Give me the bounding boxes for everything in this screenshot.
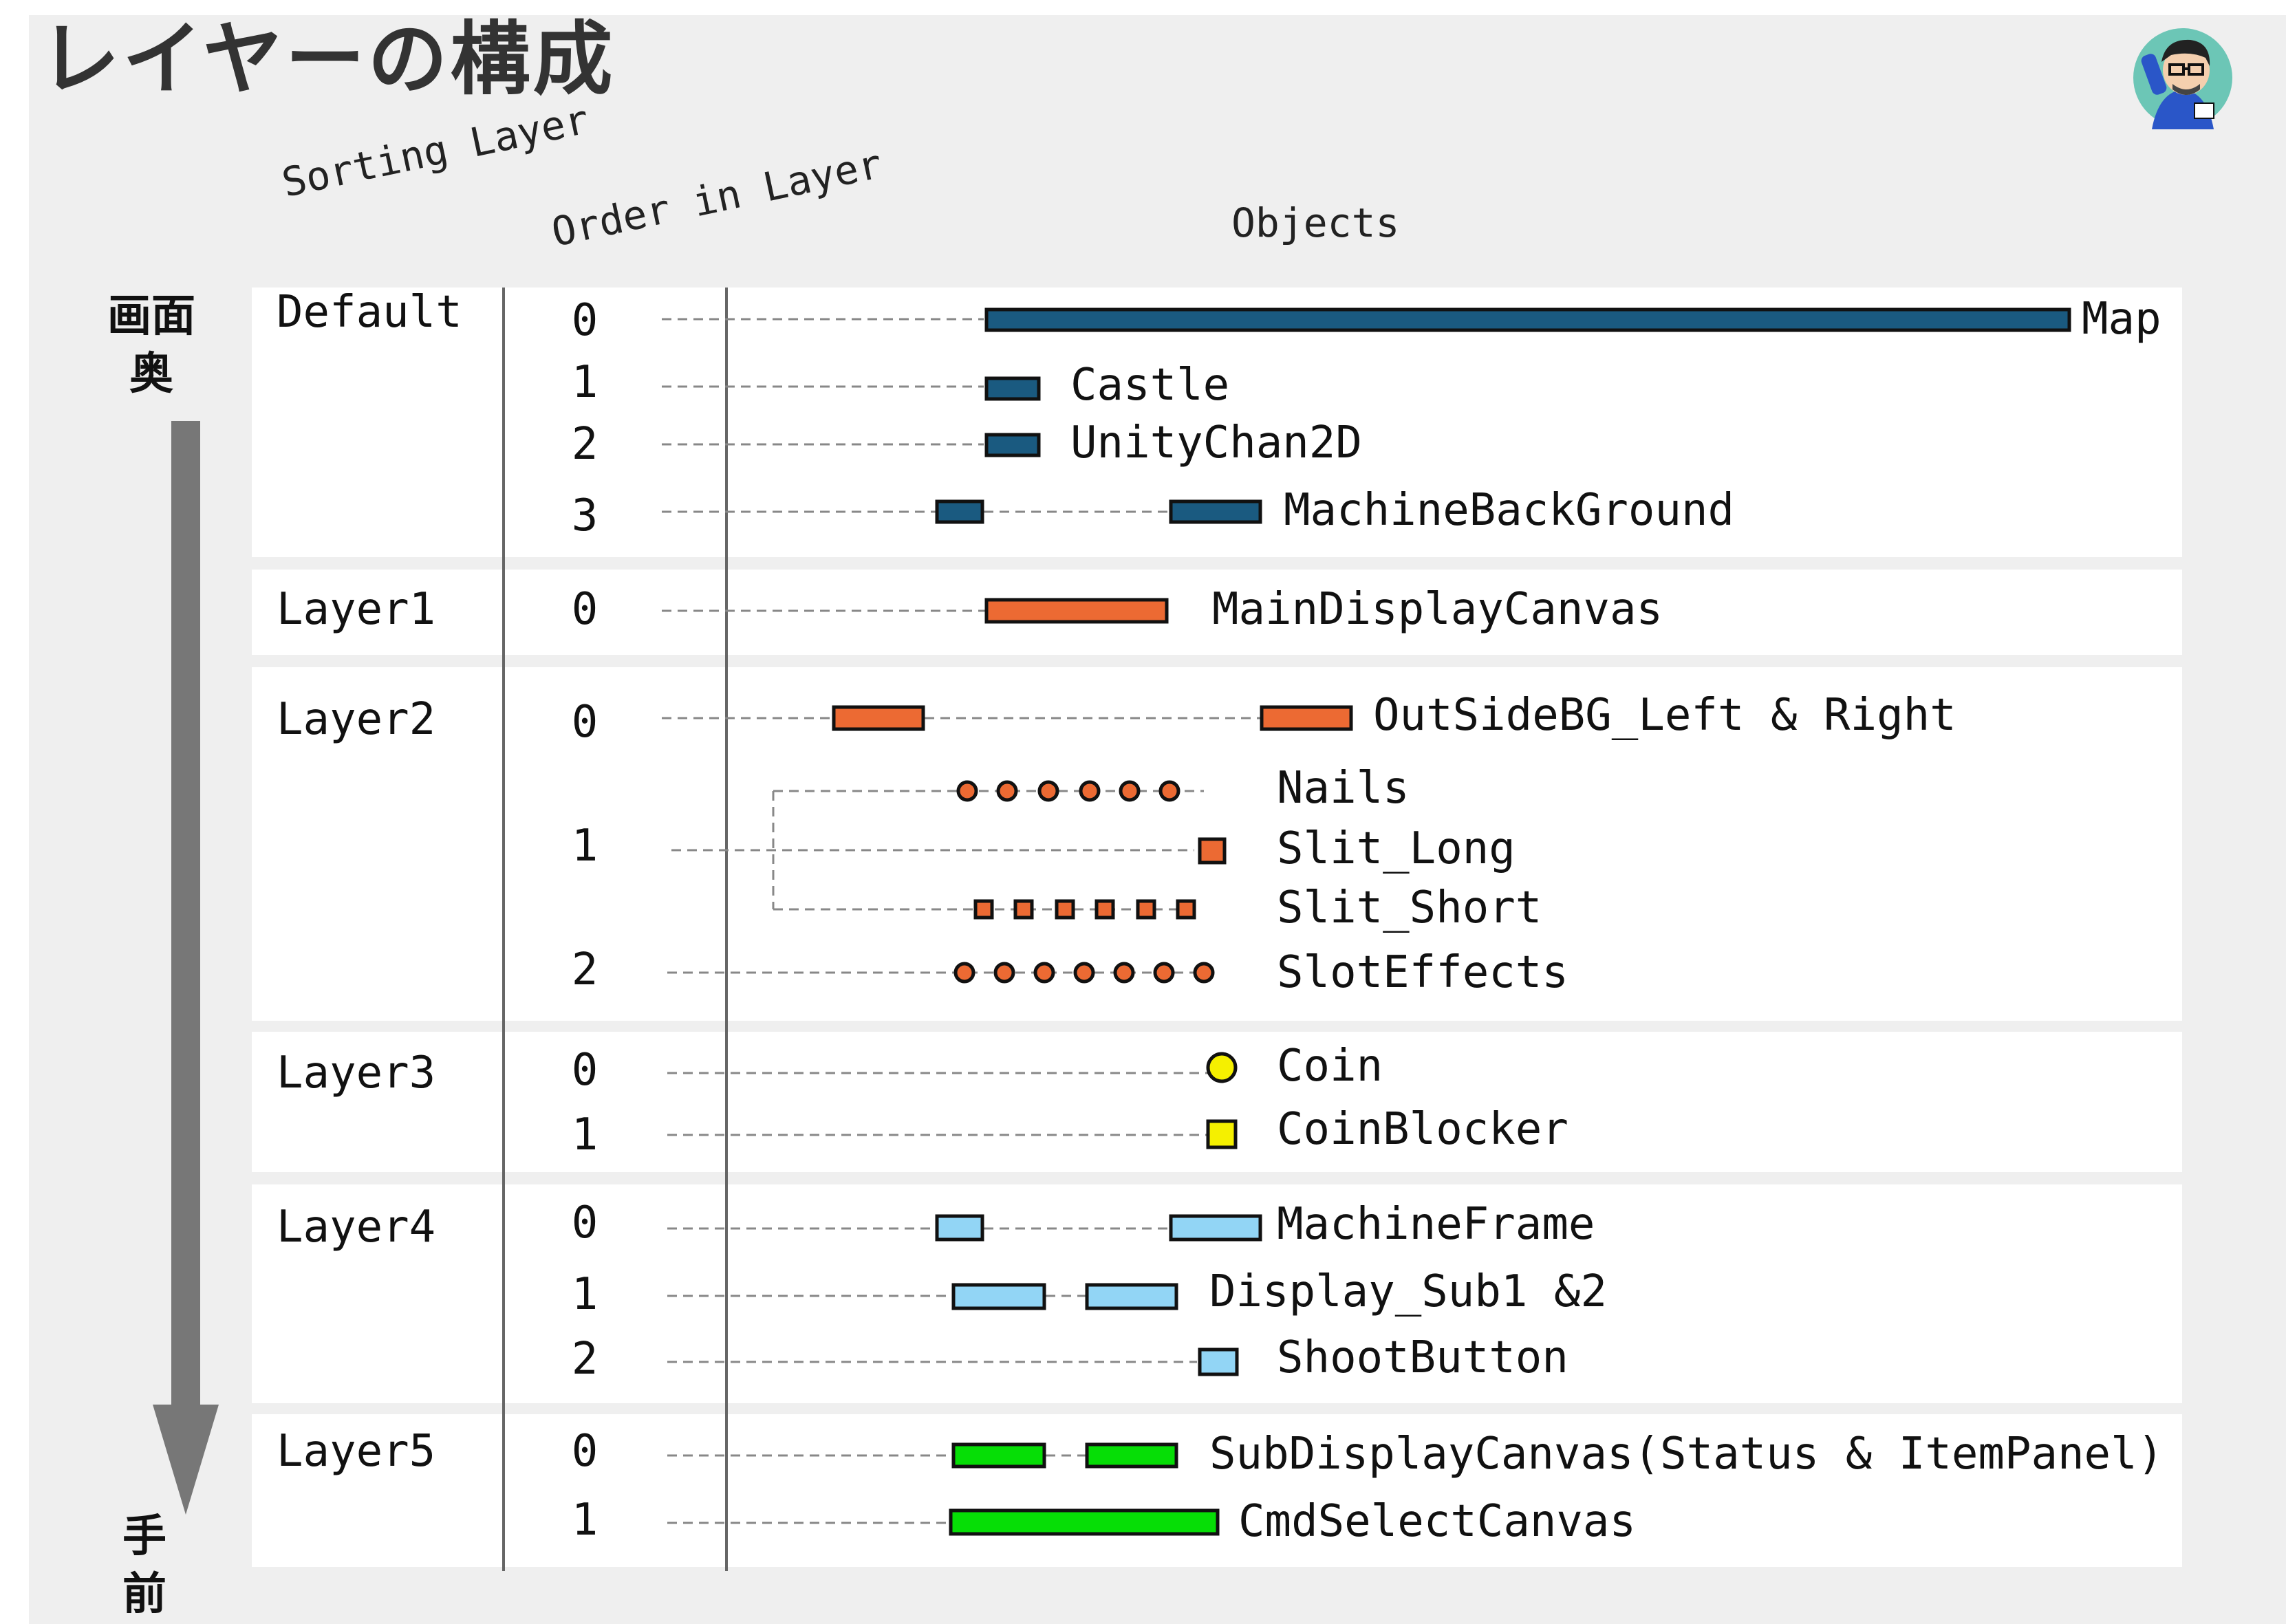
nail-dot bbox=[1158, 780, 1180, 802]
object-label-slit-long: Slit_Long bbox=[1277, 823, 1516, 874]
map-bar bbox=[984, 307, 2071, 332]
subdisplay-bar-left bbox=[951, 1442, 1046, 1469]
layer-name-layer1: Layer1 bbox=[277, 584, 436, 635]
object-label-machinebackground: MachineBackGround bbox=[1284, 485, 1735, 536]
nail-dot bbox=[956, 780, 978, 802]
unitychan2d-bar bbox=[984, 433, 1041, 457]
object-label-slit-short: Slit_Short bbox=[1277, 883, 1542, 933]
depth-arrow-icon bbox=[153, 421, 219, 1515]
display-sub1-bar bbox=[951, 1283, 1046, 1310]
layer-name-layer4: Layer4 bbox=[277, 1202, 436, 1253]
order-layer1-0: 0 bbox=[571, 584, 599, 635]
coin-circle bbox=[1206, 1052, 1238, 1083]
slit-short-square bbox=[1095, 899, 1115, 920]
object-label-shootbutton: ShootButton bbox=[1277, 1332, 1568, 1383]
object-label-outsidebg: OutSideBG_Left & Right bbox=[1373, 690, 1956, 741]
layer-name-layer2: Layer2 bbox=[277, 694, 436, 745]
order-layer2-0: 0 bbox=[571, 697, 599, 748]
outsidebg-right-bar bbox=[1260, 705, 1353, 731]
order-layer3-1: 1 bbox=[571, 1109, 599, 1160]
slit-short-square bbox=[1013, 899, 1034, 920]
nail-dot bbox=[996, 780, 1018, 802]
order-layer4-0: 0 bbox=[571, 1198, 599, 1248]
maindisplaycanvas-bar bbox=[984, 598, 1169, 624]
order-default-3: 3 bbox=[571, 490, 599, 541]
objects-header: Objects bbox=[1231, 199, 1400, 246]
sloteffect-dot bbox=[1193, 962, 1215, 984]
machineframe-bar-right bbox=[1169, 1214, 1262, 1242]
sloteffect-dot bbox=[1033, 962, 1055, 984]
object-label-cmdselectcanvas: CmdSelectCanvas bbox=[1238, 1496, 1636, 1547]
castle-bar bbox=[984, 376, 1041, 401]
outsidebg-left-bar bbox=[832, 705, 925, 731]
object-label-maindisplaycanvas: MainDisplayCanvas bbox=[1212, 584, 1663, 635]
layer-name-default: Default bbox=[277, 287, 462, 338]
order-layer5-1: 1 bbox=[571, 1495, 599, 1546]
order-layer5-0: 0 bbox=[571, 1426, 599, 1477]
nail-dot bbox=[1119, 780, 1141, 802]
layer-band-layer1 bbox=[252, 570, 2182, 655]
page-title: レイヤーの構成 bbox=[40, 13, 616, 106]
sloteffect-dot bbox=[953, 962, 975, 984]
object-label-machineframe: MachineFrame bbox=[1277, 1199, 1595, 1250]
display-sub2-bar bbox=[1085, 1283, 1178, 1310]
order-layer4-1: 1 bbox=[571, 1269, 599, 1320]
order-default-0: 0 bbox=[571, 295, 599, 346]
slit-short-square bbox=[973, 899, 994, 920]
sloteffect-dot bbox=[993, 962, 1015, 984]
object-label-coin: Coin bbox=[1277, 1041, 1383, 1092]
object-label-map: Map bbox=[2082, 294, 2161, 345]
object-label-unitychan2d: UnityChan2D bbox=[1070, 418, 1362, 468]
object-label-castle: Castle bbox=[1070, 360, 1230, 411]
cmdselect-bar bbox=[949, 1508, 1220, 1536]
nail-dot bbox=[1037, 780, 1059, 802]
slit-long-square bbox=[1198, 837, 1227, 865]
side-label-back-text: 画面奥 bbox=[107, 291, 195, 400]
side-label-front: 手前 bbox=[122, 1511, 166, 1620]
order-layer3-0: 0 bbox=[571, 1045, 599, 1096]
coinblocker-square bbox=[1206, 1119, 1238, 1149]
side-label-back: 画面奥 bbox=[103, 288, 195, 403]
slit-short-square bbox=[1055, 899, 1075, 920]
sloteffect-dot bbox=[1073, 962, 1095, 984]
machinebackground-bar-right bbox=[1169, 499, 1262, 524]
order-layer2-1: 1 bbox=[571, 821, 599, 871]
machinebackground-bar-left bbox=[935, 499, 984, 524]
sorting-layer-divider bbox=[502, 288, 505, 1571]
nail-dot bbox=[1079, 780, 1101, 802]
layer-band-layer5 bbox=[252, 1414, 2182, 1567]
slit-short-square bbox=[1176, 899, 1196, 920]
slit-short-square bbox=[1136, 899, 1156, 920]
object-label-sloteffects: SlotEffects bbox=[1277, 947, 1568, 998]
order-layer4-2: 2 bbox=[571, 1334, 599, 1385]
order-default-2: 2 bbox=[571, 419, 599, 470]
author-avatar-icon bbox=[2133, 28, 2232, 129]
order-layer2-2: 2 bbox=[571, 944, 599, 995]
object-label-display-sub: Display_Sub1 &2 bbox=[1209, 1266, 1607, 1317]
object-label-subdisplaycanvas: SubDisplayCanvas(Status & ItemPanel) bbox=[1209, 1429, 2164, 1480]
order-divider bbox=[725, 288, 728, 1571]
machineframe-bar-left bbox=[935, 1214, 984, 1242]
layer-name-layer5: Layer5 bbox=[277, 1426, 436, 1477]
subdisplay-bar-right bbox=[1085, 1442, 1178, 1469]
layer-name-layer3: Layer3 bbox=[277, 1048, 436, 1098]
sloteffect-dot bbox=[1113, 962, 1135, 984]
object-label-coinblocker: CoinBlocker bbox=[1277, 1104, 1568, 1155]
order-default-1: 1 bbox=[571, 357, 599, 408]
shootbutton-square bbox=[1198, 1347, 1239, 1376]
object-label-nails: Nails bbox=[1277, 763, 1410, 814]
sloteffect-dot bbox=[1153, 962, 1175, 984]
